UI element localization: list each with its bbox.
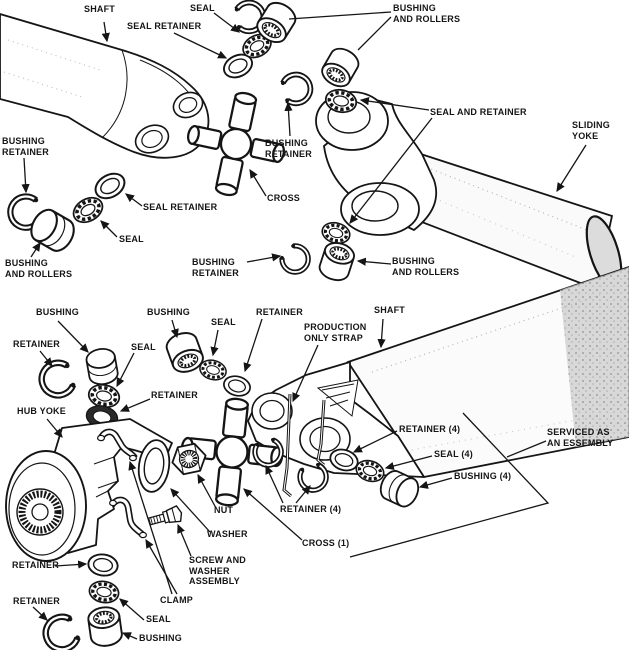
seal-ring-bottom-left [86, 577, 122, 607]
label-seal-top: SEAL [190, 3, 215, 13]
clamp-straps [96, 428, 148, 539]
label-cross-top: CROSS [267, 193, 301, 203]
label-retainer-bottom-left-2: RETAINER [13, 596, 60, 606]
bushing-retainer-clip-bottom [277, 241, 314, 278]
label-nut: NUT [214, 505, 234, 515]
label-bushing-bottom: BUSHING [139, 633, 182, 643]
retainer-clip-bottom-left [41, 613, 82, 650]
label-shaft-top: SHAFT [84, 4, 115, 14]
label-bushing-retainer-left: BUSHING RETAINER [2, 136, 49, 157]
label-seal-bottom: SEAL [146, 614, 171, 624]
label-screw-washer-assembly: SCREW AND WASHER ASSEMBLY [189, 555, 246, 586]
label-retainer-far-left: RETAINER [13, 339, 60, 349]
bottom-assembly [5, 266, 629, 650]
label-washer: WASHER [207, 529, 248, 539]
bushing-rollers-cup-bottom [315, 237, 359, 286]
retainer-clip-far-left [38, 359, 77, 399]
label-bushing-4: BUSHING (4) [454, 471, 512, 481]
label-sliding-yoke: SLIDING YOKE [572, 120, 610, 141]
label-seal-mid2: SEAL [211, 317, 236, 327]
label-retainer-4-right: RETAINER (4) [399, 424, 461, 434]
production-strap-wires [282, 393, 326, 498]
label-bushing-rollers-bottom-left: BUSHING AND ROLLERS [5, 258, 73, 279]
label-seal-retainer-mid: SEAL RETAINER [143, 202, 218, 212]
label-shaft-bottom: SHAFT [374, 305, 405, 315]
bushing-cup-left [84, 345, 121, 388]
label-bushing-rollers-bottom-right: BUSHING AND ROLLERS [392, 256, 460, 277]
label-seal-left: SEAL [131, 342, 156, 352]
label-clamp: CLAMP [160, 595, 193, 605]
label-retainer-mid-left: RETAINER [151, 390, 198, 400]
top-shaft-and-yoke [0, 13, 210, 159]
label-serviced-as-assembly: SERVICED AS AN ESSEMBLY [547, 427, 614, 448]
label-bushing-rollers-top-right: BUSHING AND ROLLERS [393, 3, 461, 24]
bushing-rollers-cup-left [25, 204, 81, 257]
nut-drawing [171, 442, 207, 476]
hub-yoke-drawing [5, 418, 173, 562]
label-seal-retainer-top: SEAL RETAINER [127, 21, 202, 31]
label-seal-4: SEAL (4) [434, 449, 473, 459]
label-seal-and-retainer: SEAL AND RETAINER [430, 107, 527, 117]
label-bushing-mid: BUSHING [147, 307, 190, 317]
bottom-shaft-and-yoke [247, 266, 629, 478]
label-seal-mid: SEAL [119, 234, 144, 244]
label-bushing-left: BUSHING [36, 307, 79, 317]
top-assembly [0, 0, 623, 291]
leader-lines [21, 11, 587, 640]
label-retainer-4-mid: RETAINER (4) [280, 504, 342, 514]
retainer-ring-bottom-left [86, 551, 120, 579]
label-retainer-bottom-left-1: RETAINER [12, 560, 59, 570]
retainer-ring-mid-bottom [220, 372, 254, 400]
label-bushing-retainer-bottom: BUSHING RETAINER [192, 257, 239, 278]
label-cross-bottom: CROSS (1) [302, 538, 350, 548]
label-retainer-mid2: RETAINER [256, 307, 303, 317]
sliding-yoke [315, 91, 623, 291]
label-production-only-strap: PRODUCTION ONLY STRAP [304, 322, 367, 343]
label-hub-yoke: HUB YOKE [17, 406, 66, 416]
label-bushing-retainer-cross: BUSHING RETAINER [265, 138, 312, 159]
bushing-cup-bottom-left [85, 603, 125, 650]
screw-drawing [147, 505, 183, 526]
bushing-retainer-clip-right [280, 72, 313, 106]
bushing-rollers-cup-mid [316, 42, 364, 93]
washer-drawing [137, 439, 171, 493]
